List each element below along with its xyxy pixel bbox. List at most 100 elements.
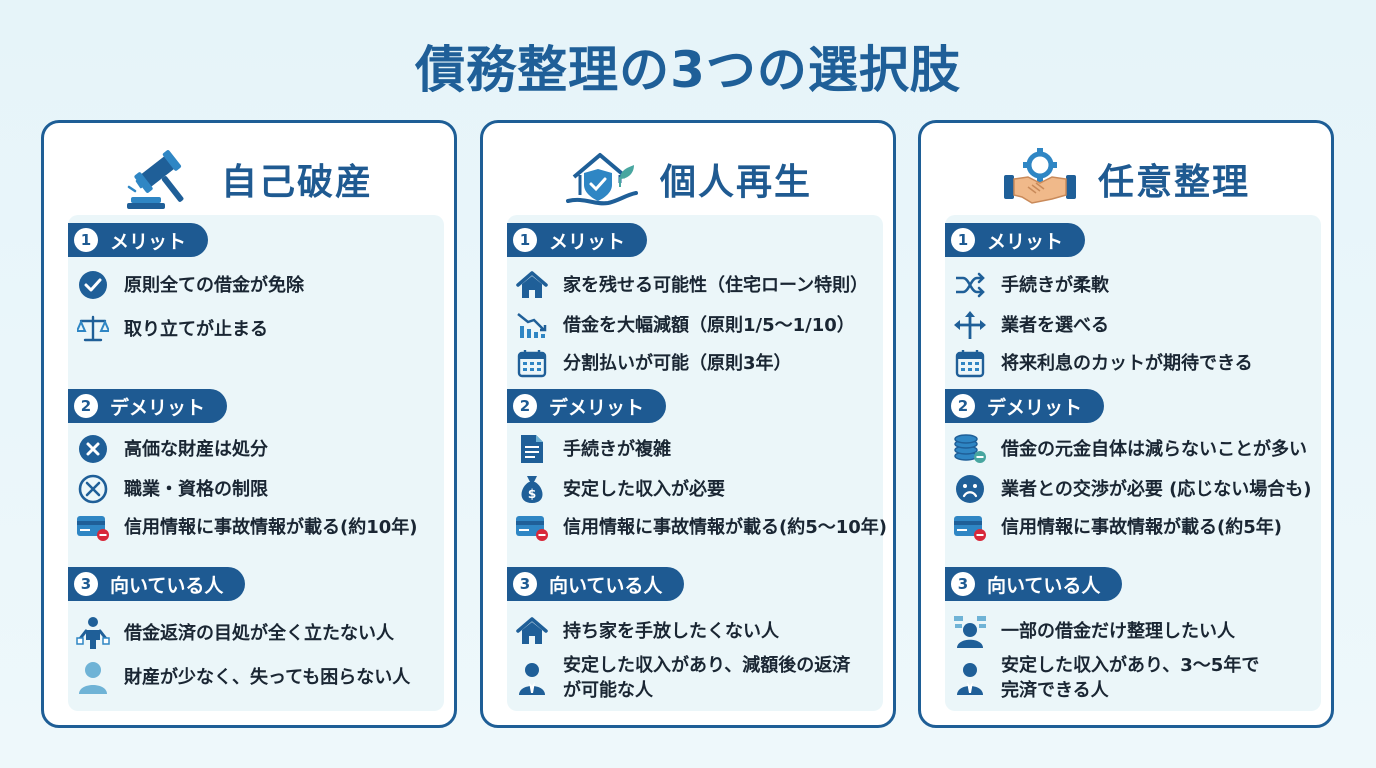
document-icon xyxy=(521,435,543,463)
item-text: 借金返済の目処が全く立たない人 xyxy=(124,622,394,644)
credit-card-minus-icon xyxy=(516,516,548,541)
list-item: 原則全ての借金が免除 xyxy=(76,269,436,301)
card-header: 自己破産 xyxy=(44,143,454,215)
item-text-group: 安定した収入があり、減額後の返済 が可能な人 xyxy=(563,653,850,703)
list-item: 業者との交渉が必要 (応じない場合も) xyxy=(953,473,1313,505)
card-title: 個人再生 xyxy=(659,162,812,203)
demerit-label: 2 デメリット xyxy=(507,389,667,423)
check-circle-icon xyxy=(79,271,107,299)
item-text: 借金を大幅減額（原則1/5〜1/10） xyxy=(563,314,855,336)
demerit-label-text: デメリット xyxy=(987,396,1083,419)
list-item: 高価な財産は処分 xyxy=(76,433,436,465)
list-item: 持ち家を手放したくない人 xyxy=(515,615,875,647)
section-number-2: 2 xyxy=(951,394,975,418)
item-text: 安定した収入があり、3〜5年で xyxy=(1001,655,1260,676)
section-number-3: 3 xyxy=(951,572,975,596)
list-item: 財産が少なく、失っても困らない人 xyxy=(76,661,436,694)
sad-face-icon xyxy=(956,475,984,503)
list-item: 手続きが柔軟 xyxy=(953,269,1313,301)
section-number-1: 1 xyxy=(951,228,975,252)
merit-label-text: メリット xyxy=(987,230,1064,253)
demerit-label-text: デメリット xyxy=(110,396,206,419)
card-title: 自己破産 xyxy=(220,162,373,203)
list-item: 借金返済の目処が全く立たない人 xyxy=(76,617,436,649)
list-item: 信用情報に事故情報が載る(約5年) xyxy=(953,511,1313,543)
list-item: 安定した収入があり、3〜5年で 完済できる人 xyxy=(953,653,1313,703)
list-item: 取り立てが止まる xyxy=(76,313,436,345)
svg-text:$: $ xyxy=(528,487,536,501)
list-item: 将来利息のカットが期待できる xyxy=(953,347,1313,379)
item-text: 高価な財産は処分 xyxy=(124,438,268,460)
section-number-1: 1 xyxy=(513,228,537,252)
demerit-label: 2 デメリット xyxy=(945,389,1105,423)
item-text: 信用情報に事故情報が載る(約5〜10年) xyxy=(563,516,888,538)
page-title: 債務整理の3つの選択肢 xyxy=(415,41,961,99)
calendar-icon xyxy=(517,350,547,378)
suited-label: 3 向いている人 xyxy=(68,567,246,601)
item-text: 取り立てが止まる xyxy=(124,318,268,340)
list-item: 安定した収入があり、減額後の返済 が可能な人 xyxy=(515,653,875,703)
house-icon xyxy=(516,271,548,298)
gavel-icon xyxy=(126,150,184,209)
chart-down-icon xyxy=(517,313,547,338)
item-text: 職業・資格の制限 xyxy=(124,478,268,500)
card-panel: 1 メリット 手続きが柔軟 業者を選べる 将来利息のカットが期待できる 2 デメリッ… xyxy=(945,215,1321,711)
list-item: 一部の借金だけ整理したい人 xyxy=(953,615,1313,648)
card-header: 任意整理 xyxy=(921,143,1331,215)
list-item: 職業・資格の制限 xyxy=(76,473,436,505)
item-text: 将来利息のカットが期待できる xyxy=(1001,352,1253,374)
x-outline-circle-icon xyxy=(78,474,108,504)
item-text: 手続きが複雑 xyxy=(563,438,671,460)
scales-icon xyxy=(77,315,109,342)
calendar-icon xyxy=(955,350,985,378)
handshake-gear-icon xyxy=(1003,148,1076,204)
card-panel: 1 メリット 家を残せる可能性（住宅ローン特則） 借金を大幅減額（原則1/5〜1/… xyxy=(507,215,887,711)
shuffle-icon xyxy=(956,272,985,298)
section-number-2: 2 xyxy=(74,394,98,418)
item-text: 家を残せる可能性（住宅ローン特則） xyxy=(563,274,869,296)
demerit-label-text: デメリット xyxy=(549,396,645,419)
demerit-label: 2 デメリット xyxy=(68,389,228,423)
x-circle-icon xyxy=(79,435,107,463)
list-item: 借金を大幅減額（原則1/5〜1/10） xyxy=(515,309,875,341)
credit-card-minus-icon xyxy=(954,516,986,541)
item-text: 原則全ての借金が免除 xyxy=(124,274,304,296)
person-icon xyxy=(79,662,107,694)
coins-minus-icon xyxy=(954,434,986,463)
merit-label-text: メリット xyxy=(549,230,626,253)
item-text: 手続きが柔軟 xyxy=(1001,274,1109,296)
house-shield-plant-icon xyxy=(565,153,638,206)
list-item: 信用情報に事故情報が載る(約10年) xyxy=(76,511,436,543)
item-text-line2: 完済できる人 xyxy=(1001,680,1109,701)
list-item: 家を残せる可能性（住宅ローン特則） xyxy=(515,269,875,301)
card-kojin-saisei: 個人再生 1 メリット 家を残せる可能性（住宅ローン特則） 借金を大幅減額（原則1… xyxy=(480,120,896,728)
list-item: 借金の元金自体は減らないことが多い xyxy=(953,433,1313,465)
item-text-group: 安定した収入があり、3〜5年で 完済できる人 xyxy=(1001,653,1259,703)
item-text: 持ち家を手放したくない人 xyxy=(563,620,779,642)
item-text: 安定した収入が必要 xyxy=(563,478,725,500)
item-text: 分割払いが可能（原則3年） xyxy=(563,352,792,374)
businessman-icon xyxy=(957,663,983,695)
list-item: 手続きが複雑 xyxy=(515,433,875,465)
person-empty-pockets-icon xyxy=(76,617,110,649)
item-text: 一部の借金だけ整理したい人 xyxy=(1001,620,1235,642)
section-number-3: 3 xyxy=(74,572,98,596)
list-item: 信用情報に事故情報が載る(約5〜10年) xyxy=(515,511,887,543)
item-text: 財産が少なく、失っても困らない人 xyxy=(124,666,411,688)
credit-card-minus-icon xyxy=(77,516,109,541)
section-number-3: 3 xyxy=(513,572,537,596)
list-item: $ 安定した収入が必要 xyxy=(515,473,875,505)
merit-label: 1 メリット xyxy=(945,223,1086,257)
card-nini-seiri: 任意整理 1 メリット 手続きが柔軟 業者を選べる 将来利息のカットが期待できる … xyxy=(918,120,1334,728)
businessman-icon xyxy=(519,663,545,695)
item-text-line2: が可能な人 xyxy=(563,680,653,701)
section-number-2: 2 xyxy=(513,394,537,418)
list-item: 業者を選べる xyxy=(953,309,1313,341)
suited-label-text: 向いている人 xyxy=(110,574,224,597)
arrows-split-icon xyxy=(954,311,986,339)
